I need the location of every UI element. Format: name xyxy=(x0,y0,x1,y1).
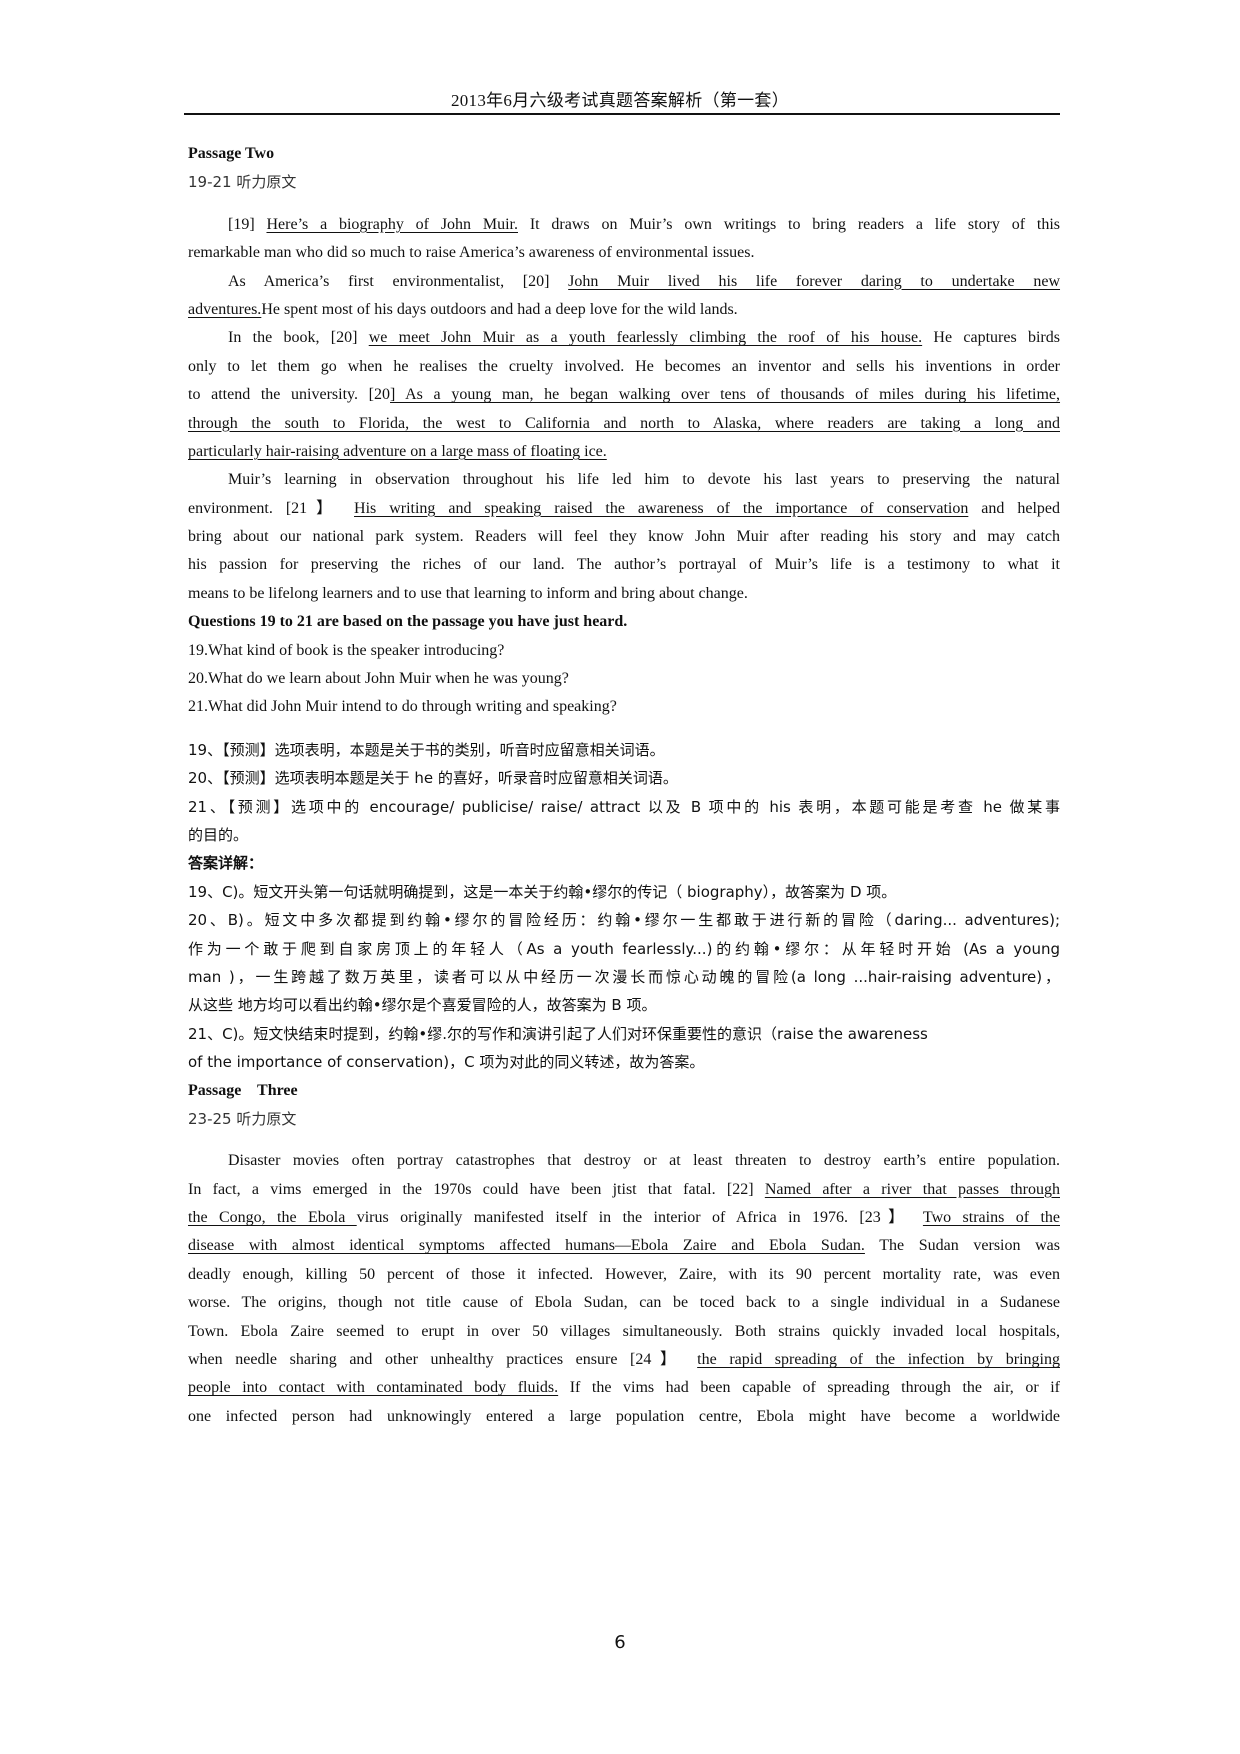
answer-21-cont: of the importance of conservation)，C 项为对… xyxy=(188,1053,705,1072)
passage-two-transcript: [19] Here’s a biography of John Muir. It… xyxy=(188,211,1060,608)
underlined-answer-cue: Here’s a biography of John Muir. xyxy=(266,215,518,233)
underlined-answer-cue: people into contact with contaminated bo… xyxy=(188,1379,559,1397)
transcript-line: adventures.He spent most of his days out… xyxy=(188,300,738,318)
transcript-line: to attend the university. [20] As a youn… xyxy=(188,386,1061,404)
underlined-answer-cue: His writing and speaking raised the awar… xyxy=(354,499,969,517)
underlined-answer-cue: Named after a river that passes through xyxy=(764,1180,1060,1198)
passage-three-transcript: Disaster movies often portray catastroph… xyxy=(188,1147,1060,1431)
spacer xyxy=(188,722,1060,736)
answer-heading: 答案详解： xyxy=(188,854,264,873)
transcript-line: Disaster movies often portray catastroph… xyxy=(228,1152,1060,1170)
transcript-line: Muir’s learning in observation throughou… xyxy=(228,471,1060,489)
prediction-21-cont: 的目的。 xyxy=(188,825,249,844)
question-19: 19.What kind of book is the speaker intr… xyxy=(188,641,505,659)
spacer xyxy=(188,1133,1060,1147)
prediction-21: 21、【预测】选项中的 encourage/ publicise/ raise/… xyxy=(188,797,1060,816)
underlined-answer-cue: ] As a young man, he began walking over … xyxy=(390,386,1061,404)
transcript-line: when needle sharing and other unhealthy … xyxy=(188,1351,1060,1369)
answer-20-cont-1: 作为一个敢于爬到自家房顶上的年轻人（As a youth fearlessly.… xyxy=(188,939,1060,958)
transcript-line: In the book, [20] we meet John Muir as a… xyxy=(228,329,1060,347)
transcript-line: particularly hair-raising adventure on a… xyxy=(188,438,1060,466)
underlined-answer-cue: particularly hair-raising adventure on a… xyxy=(188,442,607,460)
passage-two-subheading: 19-21 听力原文 xyxy=(188,173,297,192)
answer-20: 20、B)。短文中多次都提到约翰•缪尔的冒险经历：约翰•缪尔一生都敢于进行新的冒… xyxy=(188,911,1060,930)
transcript-line: remarkable man who did so much to raise … xyxy=(188,244,755,262)
prediction-19: 19、【预测】选项表明，本题是关于书的类别，听音时应留意相关词语。 xyxy=(188,740,665,759)
passage-two-heading: Passage Two xyxy=(188,145,275,162)
transcript-line: deadly enough, killing 50 percent of tho… xyxy=(188,1265,1060,1283)
question-21: 21.What did John Muir intend to do throu… xyxy=(188,698,617,716)
transcript-line: [19] Here’s a biography of John Muir. It… xyxy=(228,215,1061,233)
page-content: Passage Two 19-21 听力原文 [19] Here’s a bio… xyxy=(188,140,1060,1431)
transcript-line: means to be lifelong learners and to use… xyxy=(188,584,748,602)
page-number: 6 xyxy=(614,1632,626,1653)
transcript-line: his passion for preserving the riches of… xyxy=(188,556,1060,574)
page-header-title: 2013年6月六级考试真题答案解析（第一套） xyxy=(450,91,790,110)
prediction-20: 20、【预测】选项表明本题是关于 he 的喜好，听录音时应留意相关词语。 xyxy=(188,769,678,788)
transcript-line: one infected person had unknowingly ente… xyxy=(188,1407,1060,1425)
answer-19: 19、C)。短文开头第一句话就明确提到，这是一本关于约翰•缪尔的传记（ biog… xyxy=(188,882,897,901)
transcript-line: bring about our national park system. Re… xyxy=(188,528,1060,546)
transcript-line: the Congo, the Ebola virus originally ma… xyxy=(188,1209,1060,1227)
transcript-line: only to let them go when he realises the… xyxy=(188,357,1060,375)
header-divider xyxy=(184,113,1060,115)
transcript-line: environment. [21】 His writing and speaki… xyxy=(188,499,1060,517)
spacer xyxy=(188,197,1060,211)
underlined-answer-cue: the rapid spreading of the infection by … xyxy=(697,1351,1060,1369)
questions-intro: Questions 19 to 21 are based on the pass… xyxy=(188,613,628,631)
passage-three-heading: Passage Three xyxy=(188,1081,298,1099)
answer-20-cont-2: man )，一生跨越了数万英里，读者可以从中经历一次漫长而惊心动魄的冒险(a l… xyxy=(188,967,1060,986)
transcript-line: through the south to Florida, the west t… xyxy=(188,410,1060,438)
transcript-line: worse. The origins, though not title cau… xyxy=(188,1294,1060,1312)
passage-three-subheading: 23-25 听力原文 xyxy=(188,1109,297,1128)
transcript-line: Town. Ebola Zaire seemed to erupt in ove… xyxy=(188,1322,1060,1340)
underlined-answer-cue: Two strains of the xyxy=(922,1209,1060,1227)
underlined-answer-cue: disease with almost identical symptoms a… xyxy=(188,1237,865,1255)
underlined-answer-cue: John Muir lived his life forever daring … xyxy=(568,272,1061,290)
transcript-line: As America’s first environmentalist, [20… xyxy=(228,272,1061,290)
underlined-answer-cue: through the south to Florida, the west t… xyxy=(188,414,1060,432)
underlined-answer-cue: the Congo, the Ebola xyxy=(188,1209,357,1227)
transcript-line: people into contact with contaminated bo… xyxy=(188,1379,1060,1397)
question-20: 20.What do we learn about John Muir when… xyxy=(188,670,569,688)
underlined-answer-cue: adventures. xyxy=(188,300,262,318)
underlined-answer-cue: we meet John Muir as a youth fearlessly … xyxy=(368,329,923,347)
answer-20-cont-3: 从这些 地方均可以看出约翰•缪尔是个喜爱冒险的人，故答案为 B 项。 xyxy=(188,996,657,1015)
transcript-line: In fact, a vims emerged in the 1970s cou… xyxy=(188,1180,1060,1198)
transcript-line: disease with almost identical symptoms a… xyxy=(188,1237,1060,1255)
answer-21: 21、C)。短文快结束时提到，约翰•缪.尔的写作和演讲引起了人们对环保重要性的意… xyxy=(188,1024,928,1043)
